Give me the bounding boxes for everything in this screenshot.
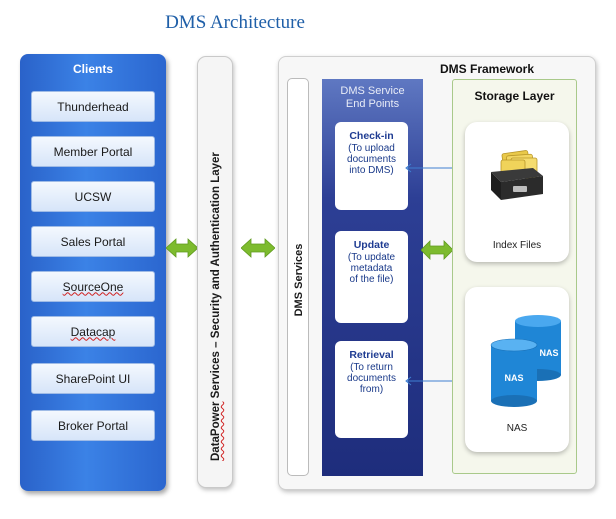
endpoint-name: Update <box>353 239 390 251</box>
client-label: UCSW <box>74 189 112 204</box>
dms-framework: DMS Framework DMS Services DMS Service E… <box>278 56 596 490</box>
client-datacap: Datacap <box>31 316 155 347</box>
endpoint-update: Update (To update metadata of the file) <box>335 231 408 323</box>
client-label: SharePoint UI <box>55 371 131 386</box>
client-label: Datacap <box>70 324 116 339</box>
endpoint-name: Retrieval <box>349 349 394 361</box>
endpoint-check-in: Check-in (To upload documents into DMS) <box>335 122 408 210</box>
client-label: Sales Portal <box>60 234 126 249</box>
clients-panel: Clients Thunderhead Member Portal UCSW S… <box>20 54 166 491</box>
client-thunderhead: Thunderhead <box>31 91 155 122</box>
storage-title: Storage Layer <box>474 89 555 103</box>
client-ucsw: UCSW <box>31 181 155 212</box>
index-files-box-icon <box>491 150 543 200</box>
framework-title: DMS Framework <box>439 62 535 76</box>
datapower-layer: DataPower Services – Security and Authen… <box>197 56 233 488</box>
double-arrow-icon <box>421 240 453 260</box>
dms-services-bar: DMS Services <box>287 78 309 476</box>
index-files-card: Index Files <box>465 122 569 262</box>
nas-storage-icon: NAS NAS <box>490 315 561 407</box>
endpoint-name: Check-in <box>349 130 394 142</box>
double-arrow-icon <box>166 238 198 258</box>
diagram-title: DMS Architecture <box>165 12 305 33</box>
client-label: SourceOne <box>62 279 124 294</box>
client-label: Broker Portal <box>57 418 129 433</box>
index-files-label: Index Files <box>492 240 542 251</box>
double-arrow-icon <box>241 238 275 258</box>
clients-title: Clients <box>72 62 113 76</box>
client-member-portal: Member Portal <box>31 136 155 167</box>
client-label: Thunderhead <box>57 99 129 114</box>
client-sharepoint-ui: SharePoint UI <box>31 363 155 394</box>
endpoints-title: DMS Service End Points <box>340 85 405 110</box>
endpoint-retrieval: Retrieval (To return documents from) <box>335 341 408 438</box>
dms-endpoints-column: DMS Service End Points Check-in (To uplo… <box>322 79 423 476</box>
client-sourceone: SourceOne <box>31 271 155 302</box>
dms-services-label: DMS Services <box>293 243 305 317</box>
nas-label: NAS <box>506 423 528 434</box>
client-label: Member Portal <box>53 144 133 159</box>
nas-cylinder-label: NAS <box>539 348 558 358</box>
client-broker-portal: Broker Portal <box>31 410 155 441</box>
nas-card: NAS NAS NAS <box>465 287 569 452</box>
nas-cylinder-label: NAS <box>504 373 523 383</box>
storage-layer: Storage Layer Index Files NAS <box>452 79 577 474</box>
datapower-label: DataPower Services – Security and Authen… <box>210 152 222 461</box>
client-sales-portal: Sales Portal <box>31 226 155 257</box>
